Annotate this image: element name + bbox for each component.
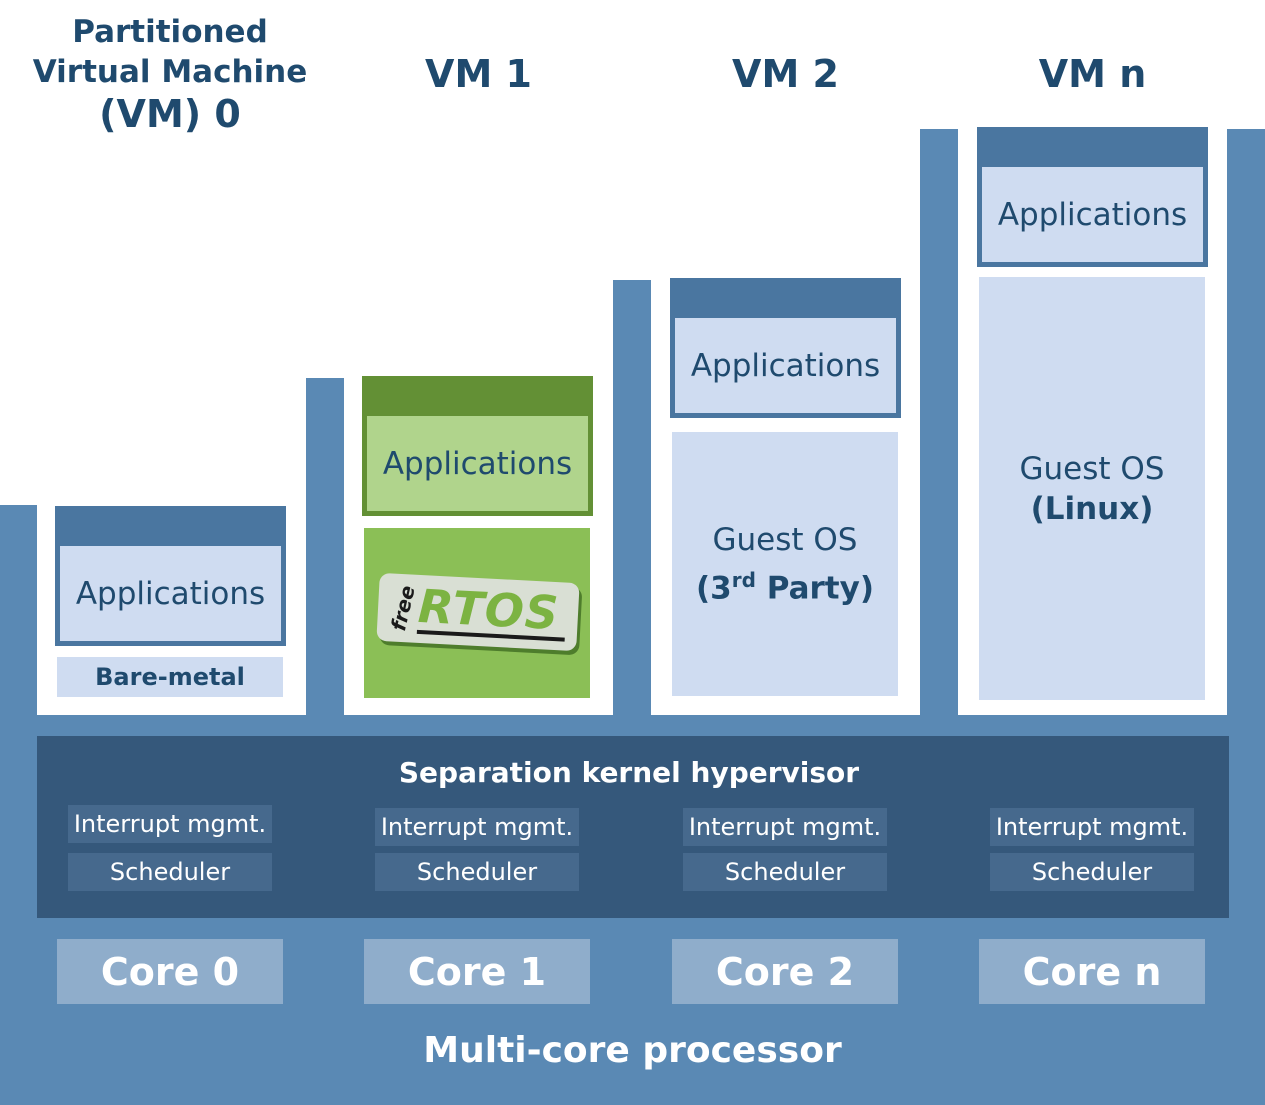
vm0-title-line1: Partitioned: [72, 14, 268, 50]
interrupt-mgmt-0: Interrupt mgmt.: [68, 805, 272, 843]
vm1-applications-box: Applications: [362, 376, 593, 516]
interrupt-mgmt-1: Interrupt mgmt.: [375, 808, 579, 846]
scheduler-1: Scheduler: [375, 853, 579, 891]
core-1: Core 1: [364, 939, 590, 1004]
vm2-applications-label: Applications: [675, 318, 896, 413]
hypervisor-title: Separation kernel hypervisor: [398, 756, 860, 789]
vmn-guest-os: Guest OS (Linux): [979, 277, 1205, 700]
vmn-applications-box: Applications: [977, 127, 1208, 267]
core-2: Core 2: [672, 939, 898, 1004]
vm1-freertos-box: free RTOS: [364, 528, 590, 698]
vm1-applications-label: Applications: [367, 416, 588, 511]
pillar-3: [920, 129, 958, 719]
pillar-4: [1227, 129, 1265, 719]
hypervisor-panel: Separation kernel hypervisor Interrupt m…: [37, 736, 1229, 918]
scheduler-2: Scheduler: [683, 853, 887, 891]
vm0-title-line2: Virtual Machine: [32, 54, 308, 90]
vmn-guest-os-line1: Guest OS: [1019, 451, 1165, 487]
interrupt-mgmt-2: Interrupt mgmt.: [683, 808, 887, 846]
vmn-applications-label: Applications: [982, 167, 1203, 262]
scheduler-n: Scheduler: [990, 853, 1194, 891]
vmn-guest-os-line2: (Linux): [1030, 491, 1154, 527]
vm1-title: VM 1: [425, 52, 532, 96]
vm0-title-line3: (VM) 0: [99, 92, 241, 136]
freertos-logo-icon: free RTOS: [376, 572, 580, 652]
core-0: Core 0: [57, 939, 283, 1004]
vm2-title: VM 2: [732, 52, 839, 96]
vmn-title: VM n: [1038, 52, 1147, 96]
vm0-applications-label: Applications: [60, 546, 281, 641]
core-n: Core n: [979, 939, 1205, 1004]
pillar-1: [306, 378, 344, 718]
freertos-logo-free: free: [386, 583, 420, 634]
vm2-guest-os: Guest OS (3rd Party): [672, 432, 898, 696]
processor-label: Multi-core processor: [423, 1030, 842, 1071]
vm2-guest-os-line2: (3rd Party): [695, 567, 875, 607]
vm2-applications-box: Applications: [670, 278, 901, 418]
scheduler-0: Scheduler: [68, 853, 272, 891]
pillar-0: [0, 505, 37, 720]
pillar-2: [613, 280, 651, 720]
vm0-applications-box: Applications: [55, 506, 286, 646]
interrupt-mgmt-n: Interrupt mgmt.: [990, 808, 1194, 846]
vm2-guest-os-line1: Guest OS: [712, 521, 858, 558]
vm0-title: Partitioned Virtual Machine (VM) 0: [20, 12, 320, 136]
vm0-bare-metal: Bare-metal: [57, 657, 283, 697]
